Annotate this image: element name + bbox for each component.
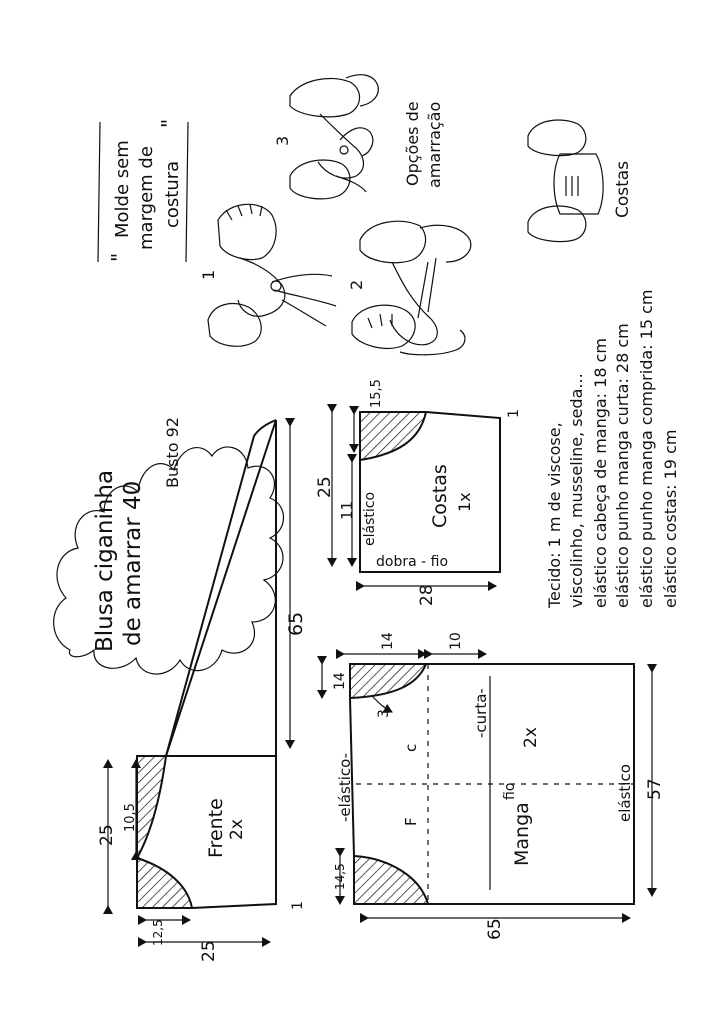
bust-label: Busto 92 <box>163 417 182 488</box>
sleeve-dim-65: 65 <box>485 918 505 940</box>
sleeve-top-hatch <box>349 663 428 700</box>
front-pattern-piece: Frente 2x 1 25 10,5 12,5 25 65 <box>97 418 307 962</box>
sleeve-bottom-hatch <box>353 854 430 905</box>
back-piece-qty: 1x <box>455 492 474 512</box>
note-quote-open: " <box>107 253 131 262</box>
sleeve-c-mark: c <box>402 744 420 752</box>
title-group: Blusa ciganinha de amarrar 40 Busto 92 <box>53 417 284 675</box>
back-dim-28: 28 <box>417 584 437 606</box>
tie-option-3-number: 3 <box>273 136 292 146</box>
sleeve-mark-3: 3 <box>376 709 392 718</box>
tying-options: 1 2 3 Costas <box>199 74 633 356</box>
seam-allowance-note: " Molde sem margem de costura " <box>97 119 189 263</box>
options-label-line-2: amarração <box>425 102 444 188</box>
title-cloud <box>53 446 284 675</box>
sleeve-elastic-left: -elástico- <box>336 753 354 822</box>
materials-line-3: elástico cabeça de manga: 18 cm <box>591 338 610 608</box>
sleeve-dim-14-left: 14 <box>332 672 348 690</box>
materials-line-5: elástico punho manga comprida: 15 cm <box>637 290 656 608</box>
front-piece-qty: 2x <box>227 819 247 840</box>
back-view-label: Costas <box>613 161 633 218</box>
note-quote-close: " <box>157 119 181 128</box>
note-line-2: margem de <box>136 146 157 250</box>
front-armhole-hatch <box>136 755 168 862</box>
tie-option-1-sketch <box>207 203 337 347</box>
back-elastic-label: elástico <box>362 492 378 546</box>
sleeve-dim-10: 10 <box>448 632 464 650</box>
note-line-1: Molde sem <box>112 140 133 238</box>
materials-line-2: viscolinho, musseline, seda... <box>567 373 586 608</box>
back-view-sketch <box>527 119 604 243</box>
back-dim-11: 11 <box>338 501 356 520</box>
front-neck-hatch <box>136 856 194 909</box>
materials-line-4: elástico punho manga curta: 28 cm <box>613 323 632 608</box>
sleeve-fio-label: fio <box>502 783 518 800</box>
back-armhole-hatch <box>359 411 428 462</box>
sleeve-curta-label: -curta- <box>472 688 490 738</box>
back-mark-1: 1 <box>506 409 522 418</box>
tie-option-3-sketch <box>289 74 379 200</box>
front-mark-1: 1 <box>290 901 306 910</box>
sleeve-pattern-piece: Manga 2x -curta- fio -elástico- elástico… <box>317 632 665 940</box>
back-fold-label: dobra - fio <box>376 554 448 570</box>
front-dim-25-bottom: 25 <box>199 940 219 962</box>
front-dim-65: 65 <box>285 612 307 636</box>
back-dim-25: 25 <box>315 476 335 498</box>
sleeve-label: Manga <box>511 802 533 866</box>
sleeve-dim-57: 57 <box>645 778 665 800</box>
sleeve-qty: 2x <box>521 727 541 748</box>
back-pattern-piece: Costas 1x elástico dobra - fio 1 25 15,5… <box>315 379 522 606</box>
sleeve-f-mark: F <box>402 817 420 826</box>
back-piece-label: Costas <box>429 464 451 528</box>
front-piece-label: Frente <box>205 798 227 858</box>
sleeve-elastic-right: elástico <box>616 764 634 822</box>
title-line-1: Blusa ciganinha <box>92 470 118 652</box>
tie-option-2-number: 2 <box>347 280 366 290</box>
materials-line-6: elástico costas: 19 cm <box>661 430 680 608</box>
tie-option-1-number: 1 <box>199 270 218 280</box>
title-line-2: de amarrar 40 <box>120 481 146 646</box>
front-dim-10-5: 10,5 <box>123 803 138 832</box>
front-dim-25-top: 25 <box>97 824 117 846</box>
materials-list: Tecido: 1 m de viscose, viscolinho, muss… <box>545 290 680 609</box>
back-dim-15-5: 15,5 <box>369 379 384 408</box>
tie-option-2-sketch <box>351 220 472 356</box>
options-label-line-1: Opções de <box>403 101 422 186</box>
materials-line-1: Tecido: 1 m de viscose, <box>545 422 564 609</box>
note-line-3: costura <box>162 161 183 228</box>
sleeve-dim-14-5: 14,5 <box>333 863 347 890</box>
sleeve-dim-14-top: 14 <box>380 632 396 650</box>
